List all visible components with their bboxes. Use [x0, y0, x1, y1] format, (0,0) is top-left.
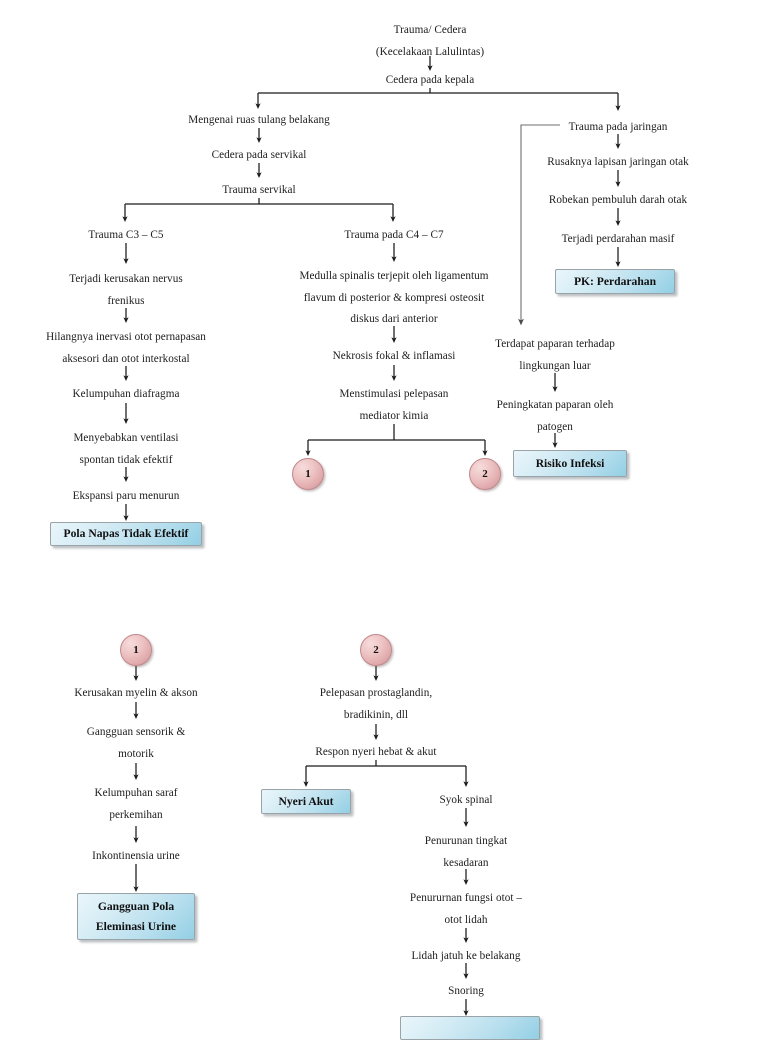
node-terdapat-paparan-lingkungan-luar: Terdapat paparan terhadap lingkungan lua…	[495, 338, 615, 372]
node-gangguan-sensorik-motorik: Gangguan sensorik & motorik	[86, 726, 186, 760]
node-ekspansi-paru-menurun: Ekspansi paru menurun	[72, 490, 180, 502]
diagnosis-box-pola-napas-tidak-efektif[interactable]: Pola Napas Tidak Efektif	[50, 522, 202, 546]
connector-circle-2-bottom[interactable]: 2	[360, 634, 392, 666]
node-syok-spinal: Syok spinal	[439, 794, 493, 806]
node-trauma-cedera: Trauma/ Cedera (Kecelakaan Lalulintas)	[375, 24, 485, 58]
node-pelepasan-prostaglandin: Pelepasan prostaglandin, bradikinin, dll	[319, 687, 433, 721]
node-rusaknya-lapisan-jaringan-otak: Rusaknya lapisan jaringan otak	[547, 156, 689, 168]
node-penurunan-tingkat-kesadaran: Penurunan tingkat kesadaran	[424, 835, 508, 869]
node-trauma-pada-c4-c7: Trauma pada C4 – C7	[344, 229, 444, 241]
node-medulla-spinalis-terjepit: Medulla spinalis terjepit oleh ligamentu…	[299, 270, 489, 325]
node-peningkatan-paparan-patogen: Peningkatan paparan oleh patogen	[496, 399, 614, 433]
node-menstimulasi-pelepasan-mediator: Menstimulasi pelepasan mediator kimia	[339, 388, 449, 422]
node-nekrosis-fokal-inflamasi: Nekrosis fokal & inflamasi	[332, 350, 456, 362]
node-cedera-pada-kepala: Cedera pada kepala	[385, 74, 475, 86]
node-cedera-pada-servikal: Cedera pada servikal	[211, 149, 307, 161]
diagnosis-box-pk-perdarahan[interactable]: PK: Perdarahan	[555, 269, 675, 294]
node-lidah-jatuh-ke-belakang: Lidah jatuh ke belakang	[411, 950, 521, 962]
connector-circle-2-top[interactable]: 2	[469, 458, 501, 490]
node-kelumpuhan-saraf-perkemihan: Kelumpuhan saraf perkemihan	[94, 787, 178, 821]
node-trauma-c3-c5: Trauma C3 – C5	[88, 229, 164, 241]
node-snoring: Snoring	[448, 985, 484, 997]
diagnosis-box-bottom-cutoff[interactable]	[400, 1016, 540, 1040]
node-inkontinensia-urine: Inkontinensia urine	[92, 850, 180, 862]
connector-circle-1-bottom[interactable]: 1	[120, 634, 152, 666]
node-kerusakan-myelin-akson: Kerusakan myelin & akson	[74, 687, 198, 699]
diagnosis-box-risiko-infeksi[interactable]: Risiko Infeksi	[513, 450, 627, 477]
connector-circle-1-top[interactable]: 1	[292, 458, 324, 490]
node-respon-nyeri-hebat-akut: Respon nyeri hebat & akut	[315, 746, 437, 758]
node-mengenai-ruas-tulang-belakang: Mengenai ruas tulang belakang	[188, 114, 330, 126]
node-kerusakan-nervus-frenikus: Terjadi kerusakan nervus frenikus	[69, 273, 183, 307]
node-trauma-pada-jaringan: Trauma pada jaringan	[568, 121, 668, 133]
node-penurunan-fungsi-otot-lidah: Penururnan fungsi otot – otot lidah	[409, 892, 523, 926]
diagnosis-box-gangguan-pola-eleminasi-urine[interactable]: Gangguan Pola Eleminasi Urine	[77, 893, 195, 940]
node-hilangnya-inervasi-otot: Hilangnya inervasi otot pernapasan akses…	[46, 331, 206, 365]
node-trauma-servikal: Trauma servikal	[222, 184, 296, 196]
node-ventilasi-spontan-tidak-efektif: Menyebabkan ventilasi spontan tidak efek…	[73, 432, 179, 466]
node-terjadi-perdarahan-masif: Terjadi perdarahan masif	[561, 233, 675, 245]
node-robekan-pembuluh-darah-otak: Robekan pembuluh darah otak	[548, 194, 688, 206]
diagnosis-box-nyeri-akut[interactable]: Nyeri Akut	[261, 789, 351, 814]
node-kelumpuhan-diafragma: Kelumpuhan diafragma	[72, 388, 180, 400]
